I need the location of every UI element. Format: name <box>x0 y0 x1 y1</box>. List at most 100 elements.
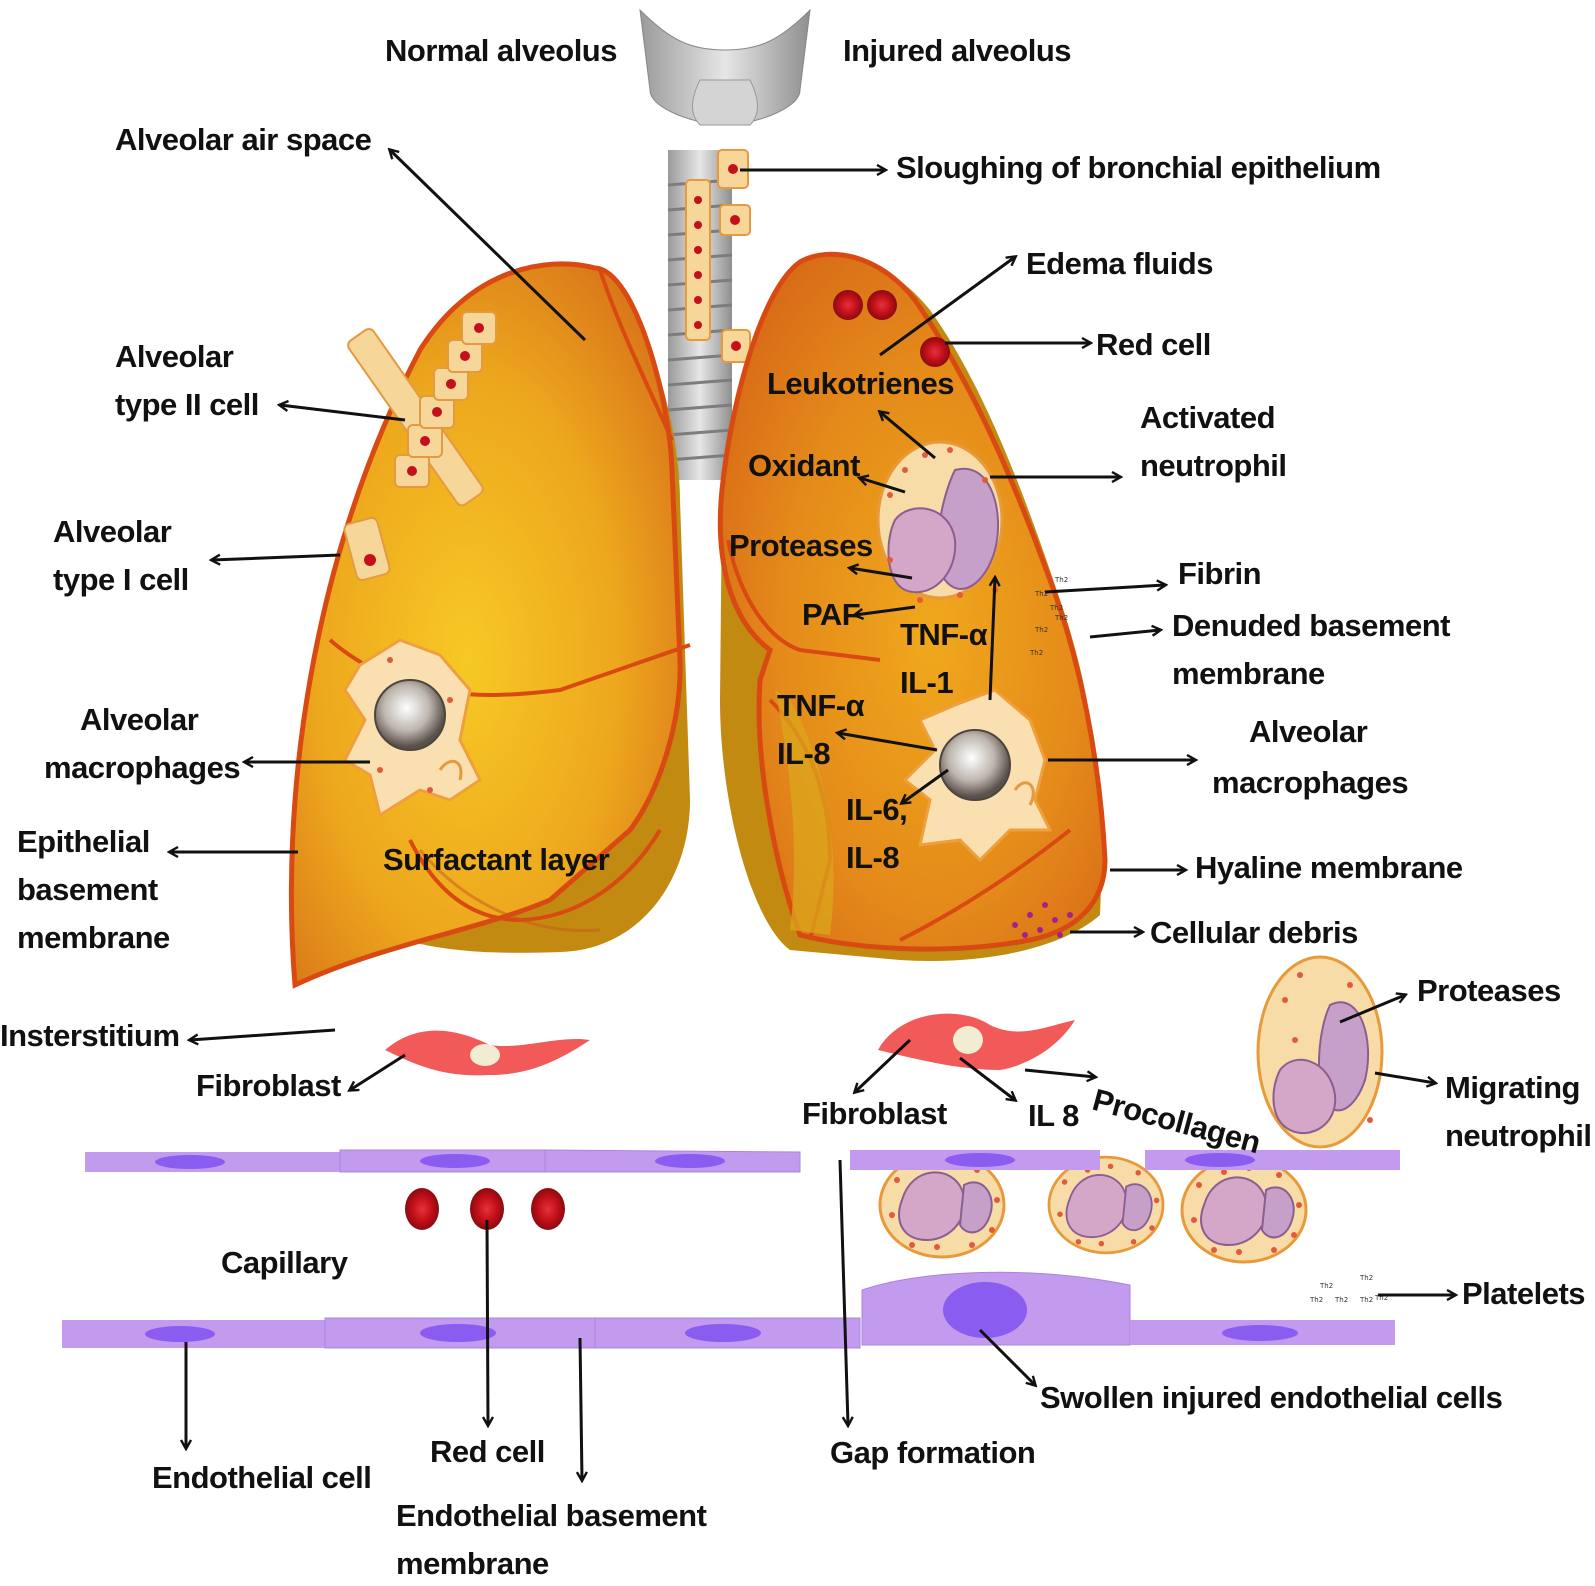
arrow-procollagen <box>1024 1068 1095 1077</box>
label-epithelial-3: membrane <box>17 920 170 955</box>
left-lung <box>288 261 691 989</box>
label-activated-2: neutrophil <box>1140 448 1287 483</box>
label-endo-bm-2: membrane <box>396 1546 549 1581</box>
label-leukotrienes: Leukotrienes <box>767 366 954 401</box>
platelet-th2-marks: Th2 Th2 Th2 Th2 Th2 Th2 <box>1309 1274 1388 1304</box>
label-gap-formation: Gap formation <box>830 1435 1036 1470</box>
svg-text:Th2: Th2 <box>1359 1296 1373 1304</box>
label-denuded-2: membrane <box>1172 656 1325 691</box>
label-red-cell-top: Red cell <box>1096 327 1211 362</box>
label-proteases-right: Proteases <box>1417 973 1561 1008</box>
svg-text:Th2: Th2 <box>1029 649 1043 657</box>
label-platelets: Platelets <box>1462 1276 1586 1311</box>
svg-text:Th2: Th2 <box>1049 604 1063 612</box>
label-epithelial-2: basement <box>17 872 158 907</box>
label-type1-2: type I cell <box>53 562 189 597</box>
arrow-macro-to-neutro <box>988 578 995 701</box>
arrow-fibroblast-right <box>855 1038 912 1092</box>
capillary-neutrophil-3 <box>1180 1156 1308 1264</box>
capillary-red-cells <box>405 1188 565 1230</box>
label-tnf-il1-2: IL-1 <box>900 665 954 700</box>
arrow-oxidant <box>860 478 906 494</box>
arrow-denuded <box>1089 630 1160 639</box>
arrow-paf <box>855 605 916 615</box>
type2-cells <box>347 311 497 507</box>
arrow-endo-bm <box>580 1337 582 1480</box>
label-migrating-2: neutrophil <box>1445 1118 1592 1153</box>
fibroblast-right-shape <box>878 1013 1075 1070</box>
arrow-gap <box>838 1159 848 1425</box>
endothelial-layer <box>62 1271 1395 1349</box>
arrow-type2 <box>280 405 406 422</box>
label-il6-2: IL-8 <box>846 840 900 875</box>
label-surfactant: Surfactant layer <box>383 842 610 877</box>
arrow-interstitium <box>190 1028 336 1040</box>
label-swollen: Swollen injured endothelial cells <box>1040 1380 1503 1415</box>
label-edema-fluids: Edema fluids <box>1026 246 1213 281</box>
label-hyaline: Hyaline membrane <box>1195 850 1463 885</box>
label-proteases-left: Proteases <box>729 528 873 563</box>
svg-text:Th2: Th2 <box>1309 1296 1323 1304</box>
arrow-fibroblast-left <box>350 1053 406 1090</box>
svg-text:Th2: Th2 <box>1034 590 1048 598</box>
svg-text:Th2: Th2 <box>1054 614 1068 622</box>
label-interstitium: Insterstitium <box>0 1018 180 1053</box>
label-tnf-il8-1: TNF-α <box>777 688 865 723</box>
arrow-tnf-il8 <box>838 733 938 752</box>
arrow-edema <box>879 257 1015 357</box>
cellular-debris <box>1012 902 1073 938</box>
right-lung: Th2 Th2 Th2 Th2 Th2 Th2 <box>717 251 1108 961</box>
fibroblast-left-shape <box>385 1030 590 1076</box>
label-endothelial-cell: Endothelial cell <box>152 1460 372 1495</box>
label-migrating-1: Migrating <box>1445 1070 1581 1105</box>
arrow-air-space <box>390 150 587 342</box>
arrow-migrating <box>1374 1071 1435 1083</box>
epithelial-layer <box>85 1149 1400 1173</box>
label-alveolar-air-space: Alveolar air space <box>115 122 372 157</box>
label-activated-1: Activated <box>1140 400 1276 435</box>
label-tnf-il8-2: IL-8 <box>777 736 831 771</box>
arrow-il8 <box>959 1056 1015 1100</box>
arrow-red-cell-bottom <box>487 1219 488 1425</box>
label-oxidant: Oxidant <box>748 448 860 483</box>
type1-cell <box>343 516 391 582</box>
activated-neutrophil <box>876 440 1004 603</box>
label-fibroblast-left: Fibroblast <box>196 1068 341 1103</box>
label-il8-bottom: IL 8 <box>1028 1098 1079 1133</box>
migrating-neutrophil-shape <box>1256 955 1384 1149</box>
svg-text:Th2: Th2 <box>1034 626 1048 634</box>
label-type1-1: Alveolar <box>53 514 172 549</box>
arrow-il6 <box>902 768 949 803</box>
label-il6-1: IL-6, <box>846 792 908 827</box>
arrow-proteases-l <box>850 568 913 580</box>
label-normal-alveolus: Normal alveolus <box>385 33 617 68</box>
svg-text:Th2: Th2 <box>1374 1294 1388 1302</box>
arrow-leukotrienes <box>880 412 936 460</box>
alveolar-red-cells <box>833 290 950 367</box>
label-capillary: Capillary <box>221 1245 348 1280</box>
label-fibrin: Fibrin <box>1178 556 1262 591</box>
svg-text:Th2: Th2 <box>1054 576 1068 584</box>
fibrin-th2-marks: Th2 Th2 Th2 Th2 Th2 Th2 <box>1029 576 1068 657</box>
label-alv-macro-right-2: macrophages <box>1212 765 1409 800</box>
svg-text:Th2: Th2 <box>1319 1282 1333 1290</box>
label-alv-macro-right-1: Alveolar <box>1249 714 1368 749</box>
arrow-type1 <box>212 553 341 560</box>
label-red-cell-bottom: Red cell <box>430 1434 545 1469</box>
label-injured-alveolus: Injured alveolus <box>843 33 1072 68</box>
arrow-proteases-r <box>1339 995 1405 1024</box>
svg-text:Th2: Th2 <box>1334 1296 1348 1304</box>
svg-text:Th2: Th2 <box>1359 1274 1373 1282</box>
capillary-neutrophil-2 <box>1047 1155 1165 1255</box>
label-type2-1: Alveolar <box>115 339 234 374</box>
arrows <box>170 150 1455 1480</box>
left-macrophage <box>343 638 482 818</box>
right-macrophage <box>902 688 1053 863</box>
label-epithelial-1: Epithelial <box>17 824 150 859</box>
trachea <box>639 8 811 480</box>
label-sloughing: Sloughing of bronchial epithelium <box>896 150 1381 185</box>
label-denuded-1: Denuded basement <box>1172 608 1450 643</box>
label-tnf-il1-1: TNF-α <box>900 617 988 652</box>
label-paf: PAF <box>802 597 861 632</box>
